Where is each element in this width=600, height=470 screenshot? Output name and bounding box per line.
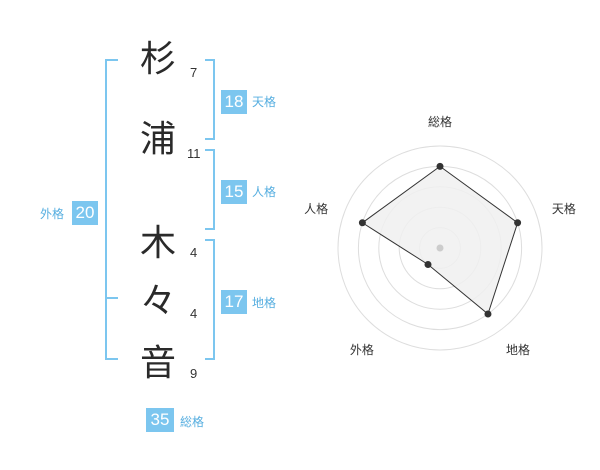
radar-polygon (361, 165, 519, 315)
name-char-1: 杉 (140, 39, 177, 80)
soukaku-label: 総格 (180, 415, 205, 429)
radar-axis-label: 人格 (304, 201, 328, 216)
stroke-count-4: 4 (190, 306, 198, 321)
gaikaku-bracket (105, 59, 118, 360)
name-char-4: 々 (140, 281, 177, 322)
name-char-5: 音 (140, 343, 177, 384)
stroke-count-1: 7 (190, 65, 198, 80)
soukaku-value-badge: 35 (146, 408, 174, 432)
chikaku-value-badge: 17 (221, 290, 247, 314)
jinkaku-label: 人格 (252, 185, 277, 199)
radar-point (514, 219, 522, 227)
radar-point (424, 261, 432, 269)
radar-point (436, 162, 444, 170)
tenkaku-value-badge: 18 (221, 90, 247, 114)
name-char-3: 木 (140, 223, 177, 264)
jinkaku-value-badge: 15 (221, 180, 247, 204)
radar-axis-label: 外格 (350, 342, 374, 357)
jinkaku-bracket (205, 149, 215, 230)
stroke-count-2: 11 (187, 146, 201, 161)
radar-axis-label: 地格 (506, 342, 530, 357)
radar-point (484, 310, 492, 318)
name-char-2: 浦 (140, 119, 177, 160)
chikaku-bracket (205, 239, 215, 360)
radar-axis-label: 天格 (552, 201, 576, 216)
stroke-count-5: 9 (190, 366, 198, 381)
radar-point (358, 219, 366, 227)
radar-axis-label: 総格 (428, 114, 452, 129)
tenkaku-label: 天格 (252, 95, 277, 109)
stroke-count-3: 4 (190, 245, 198, 260)
radar-center-dot (436, 244, 444, 252)
gaikaku-value-badge: 20 (72, 201, 98, 225)
chikaku-label: 地格 (252, 296, 277, 310)
gaikaku-label: 外格 (40, 207, 65, 221)
tenkaku-bracket (205, 59, 215, 140)
